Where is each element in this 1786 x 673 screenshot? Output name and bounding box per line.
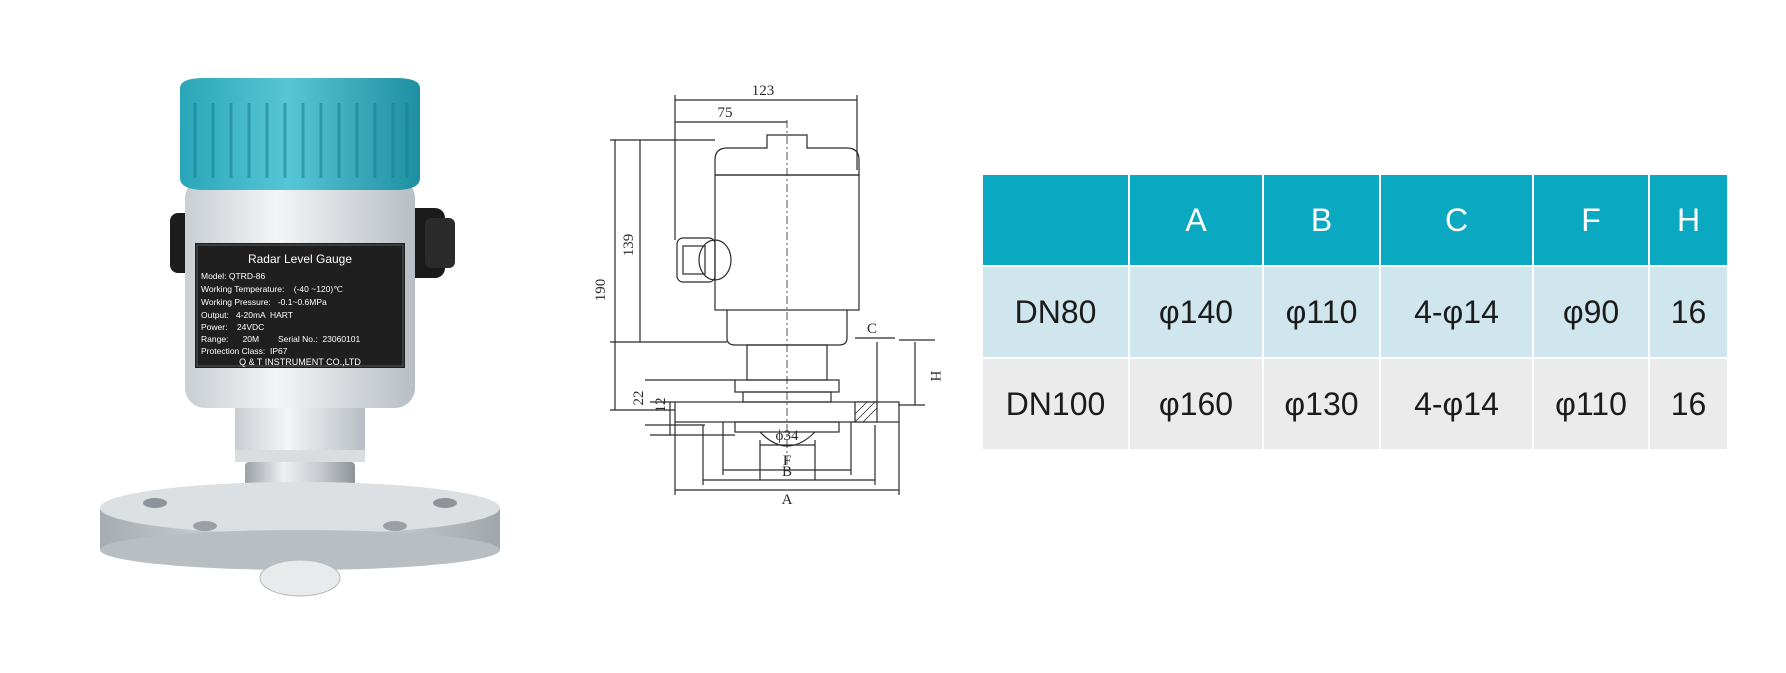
header-cell-c: C [1380, 175, 1534, 267]
label-line-1: Model: QTRD-86 [201, 271, 266, 281]
label-line-2: Working Temperature: (-40 ~120)℃ [201, 284, 343, 294]
dim-c: C [867, 321, 877, 337]
dim-h: H [927, 371, 943, 382]
dim-123: 123 [752, 83, 775, 99]
table-cell: φ110 [1533, 358, 1650, 451]
dim-phi34: ϕ34 [776, 428, 799, 444]
dim-139: 139 [621, 234, 637, 257]
label-line-7: Protection Class: IP67 [201, 346, 288, 356]
label-title: Radar Level Gauge [248, 252, 352, 266]
spec-table: A B C F H DN80 φ140 φ110 4-φ14 φ90 16 DN… [983, 175, 1727, 451]
label-company: Q & T INSTRUMENT CO.,LTD [239, 357, 361, 367]
dimension-drawing: 123 75 190 139 22 12 C H ϕ34 F B A [593, 83, 943, 508]
dim-b: B [782, 464, 792, 480]
table-cell: φ160 [1129, 358, 1264, 451]
table-cell: φ130 [1263, 358, 1381, 451]
table-cell: DN100 [983, 358, 1130, 451]
product-image: Radar Level Gauge Model: QTRD-86 Working… [100, 78, 500, 597]
table-cell: 16 [1649, 266, 1727, 359]
table-cell: 16 [1649, 358, 1727, 451]
table-row: DN100 φ160 φ130 4-φ14 φ110 16 [983, 358, 1727, 451]
label-line-5: Power: 24VDC [201, 322, 264, 332]
dim-12: 12 [653, 398, 669, 413]
table-row: DN80 φ140 φ110 4-φ14 φ90 16 [983, 266, 1727, 359]
dim-22: 22 [631, 391, 647, 406]
table-cell: DN80 [983, 266, 1130, 359]
table-cell: φ140 [1129, 266, 1264, 359]
label-line-4: Output: 4-20mA HART [201, 310, 293, 320]
header-cell [983, 175, 1130, 267]
header-cell-h: H [1649, 175, 1727, 267]
label-line-6: Range: 20M Serial No.: 23060101 [201, 334, 361, 344]
dim-75: 75 [718, 105, 733, 121]
label-line-3: Working Pressure: -0.1~0.6MPa [201, 297, 327, 307]
dim-f: F [783, 453, 791, 469]
table-cell: φ110 [1263, 266, 1381, 359]
header-cell-b: B [1263, 175, 1381, 267]
table-cell: φ90 [1533, 266, 1650, 359]
table-cell: 4-φ14 [1380, 358, 1534, 451]
dim-190: 190 [593, 279, 609, 302]
dim-a: A [782, 492, 793, 508]
header-cell-a: A [1129, 175, 1264, 267]
table-header-row: A B C F H [983, 175, 1727, 267]
table-cell: 4-φ14 [1380, 266, 1534, 359]
header-cell-f: F [1533, 175, 1650, 267]
